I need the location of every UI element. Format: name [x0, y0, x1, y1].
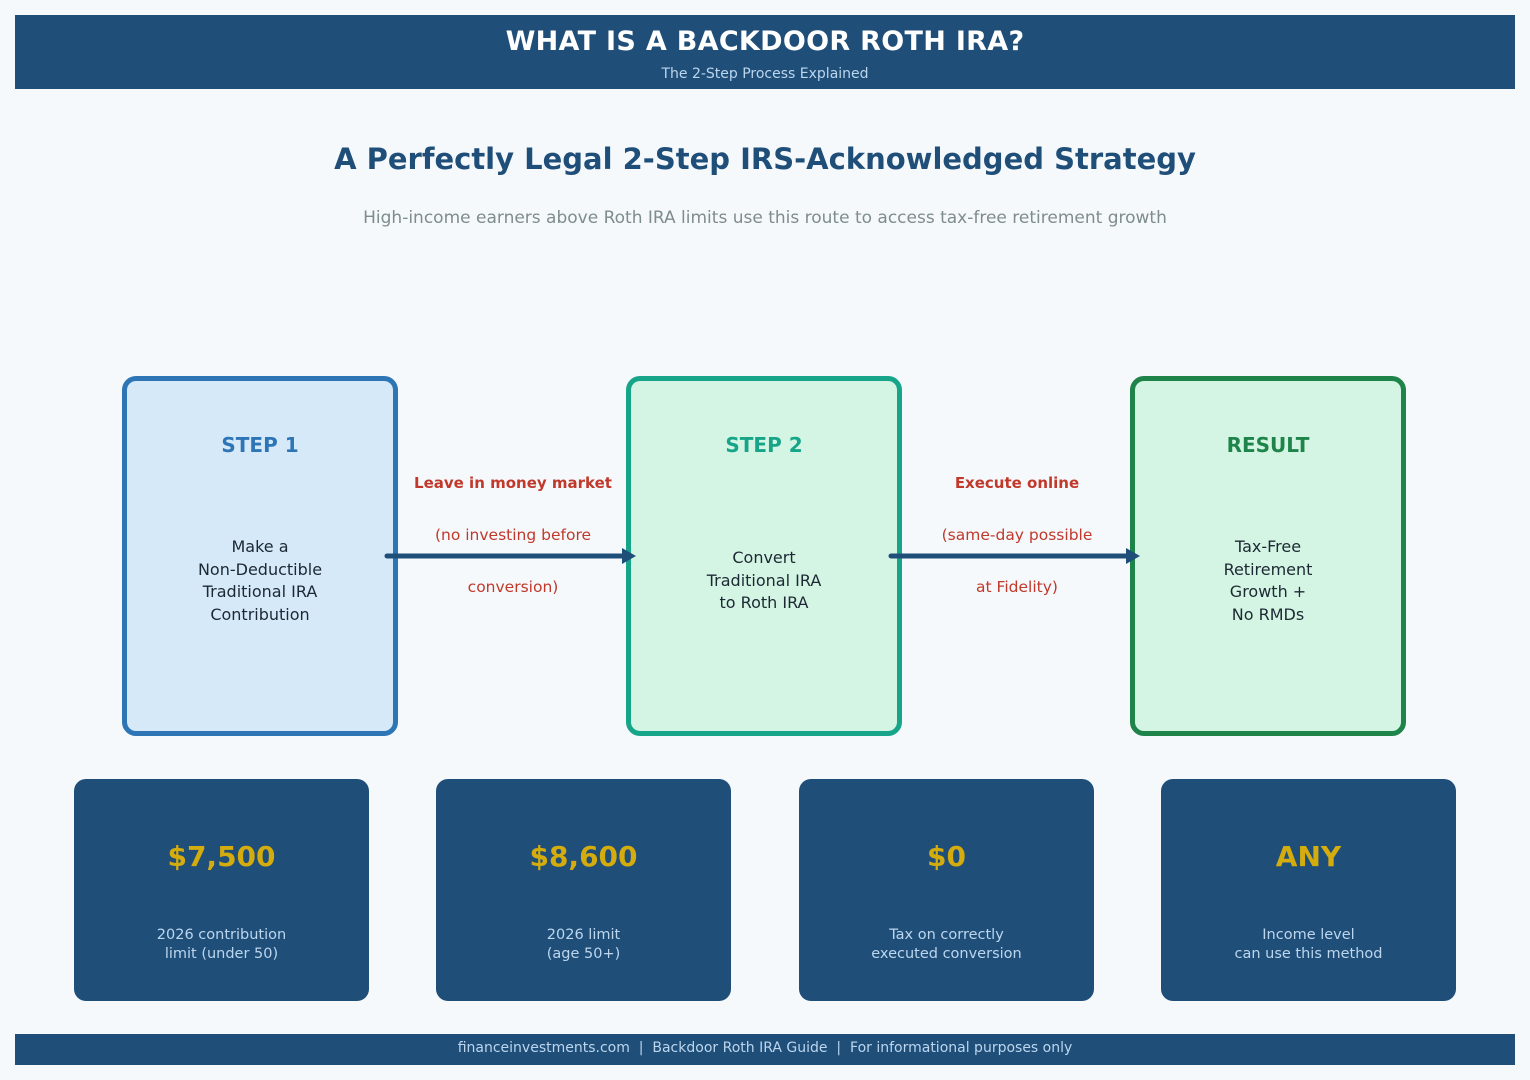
arrow-right-icon	[384, 548, 636, 564]
arrow-2-note-line1: (same-day possible	[941, 526, 1093, 544]
header-subtitle: The 2-Step Process Explained	[661, 66, 869, 82]
footer: financeinvestments.com | Backdoor Roth I…	[15, 1034, 1515, 1065]
stat-value: ANY	[1275, 840, 1342, 873]
result-box: RESULT Tax-Free Retirement Growth + No R…	[1130, 376, 1406, 736]
main-title: A Perfectly Legal 2-Step IRS-Acknowledge…	[334, 142, 1196, 176]
arrow-1-note-line1: (no investing before	[434, 526, 592, 544]
stat-caption: 2026 limit (age 50+)	[546, 927, 621, 962]
arrow-2-title: Execute online	[954, 474, 1080, 492]
step-1-description: Make a Non-Deductible Traditional IRA Co…	[197, 537, 323, 624]
stat-caption: 2026 contribution limit (under 50)	[156, 927, 287, 962]
stat-value: $8,600	[529, 840, 638, 873]
stat-caption: Tax on correctly executed conversion	[871, 927, 1022, 962]
step-2-box: STEP 2 Convert Traditional IRA to Roth I…	[626, 376, 902, 736]
stat-value: $0	[927, 840, 966, 873]
step-2-description: Convert Traditional IRA to Roth IRA	[706, 548, 822, 612]
header-title: WHAT IS A BACKDOOR ROTH IRA?	[505, 26, 1025, 57]
arrow-2-note-line2: at Fidelity)	[976, 578, 1058, 596]
step-1-label: STEP 1	[221, 433, 299, 457]
stat-caption: Income level can use this method	[1234, 927, 1383, 962]
step-2-label: STEP 2	[725, 433, 803, 457]
stat-card-catchup-limit: $8,600 2026 limit (age 50+)	[436, 779, 731, 1001]
footer-text: financeinvestments.com | Backdoor Roth I…	[457, 1040, 1073, 1056]
main-subtitle: High-income earners above Roth IRA limit…	[363, 208, 1167, 228]
arrow-1-title: Leave in money market	[414, 474, 612, 492]
stat-card-contribution-limit: $7,500 2026 contribution limit (under 50…	[74, 779, 369, 1001]
arrow-right-icon	[888, 548, 1140, 564]
stat-card-income-level: ANY Income level can use this method	[1161, 779, 1456, 1001]
arrow-1-note-line2: conversion)	[467, 578, 559, 596]
result-description: Tax-Free Retirement Growth + No RMDs	[1223, 537, 1313, 624]
header-banner: WHAT IS A BACKDOOR ROTH IRA? The 2-Step …	[15, 15, 1515, 89]
stat-value: $7,500	[167, 840, 276, 873]
result-label: RESULT	[1226, 433, 1310, 457]
stat-card-conversion-tax: $0 Tax on correctly executed conversion	[799, 779, 1094, 1001]
step-1-box: STEP 1 Make a Non-Deductible Traditional…	[122, 376, 398, 736]
